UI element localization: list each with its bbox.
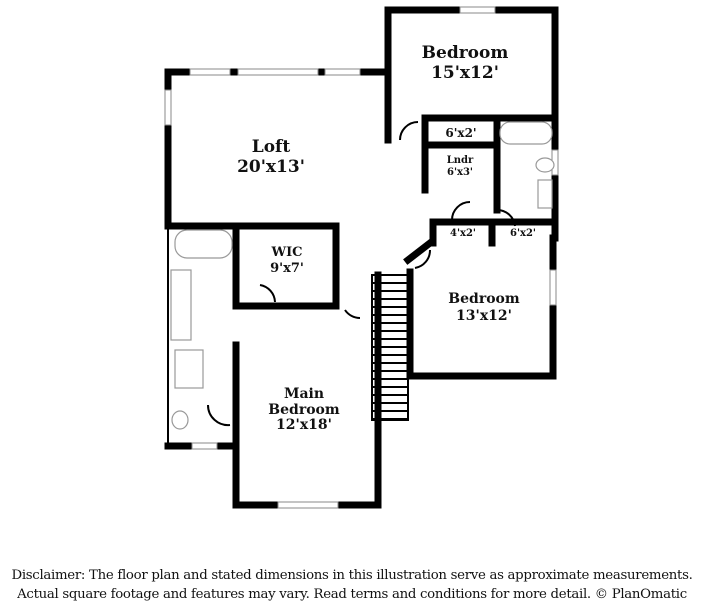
- room-size: 13'x12': [456, 308, 512, 324]
- stairs: (function(){var g=document.currentScript…: [372, 282, 408, 420]
- shower-icon: [174, 349, 204, 389]
- disclaimer: Disclaimer: The floor plan and stated di…: [0, 566, 704, 604]
- toilet-icon: [535, 157, 555, 173]
- doors: [206, 121, 516, 427]
- closet-size: 6'x2': [445, 126, 476, 140]
- bathtub-icon: [174, 229, 233, 259]
- sink-icon: [537, 179, 553, 209]
- room-name: WIC: [270, 245, 302, 260]
- room-name-line2: Bedroom: [268, 402, 340, 418]
- room-name: Bedroom: [422, 43, 509, 63]
- room-name: Lndr: [447, 155, 474, 166]
- room-name: Main: [284, 386, 324, 402]
- room-name: Main: [284, 386, 324, 402]
- bathtub-icon: [499, 121, 553, 145]
- toilet-icon: [171, 410, 189, 430]
- room-size: 9'x7': [270, 261, 304, 276]
- walls: [164, 6, 559, 509]
- room-size: 20'x13': [237, 157, 305, 177]
- disclaimer-line-1: Disclaimer: The floor plan and stated di…: [11, 568, 693, 583]
- room-name: Loft: [252, 137, 291, 157]
- vanity-icon: [170, 269, 192, 341]
- room-size: 6'x3': [447, 167, 473, 178]
- room-size: 15'x12': [431, 63, 499, 83]
- closet-size: 6'x2': [510, 228, 536, 239]
- room-size: 12'x18': [276, 417, 332, 433]
- windows: [164, 6, 559, 509]
- closet-size: 4'x2': [450, 228, 476, 239]
- room-name: Bedroom: [448, 291, 520, 307]
- disclaimer-line-2: Actual square footage and features may v…: [17, 587, 687, 602]
- fixtures: [170, 121, 555, 430]
- floor-plan: (function(){var g=document.currentScript…: [164, 6, 559, 509]
- room-labels: Bedroom 15'x12' Loft 20'x13' WIC 9'x7' B…: [237, 43, 536, 433]
